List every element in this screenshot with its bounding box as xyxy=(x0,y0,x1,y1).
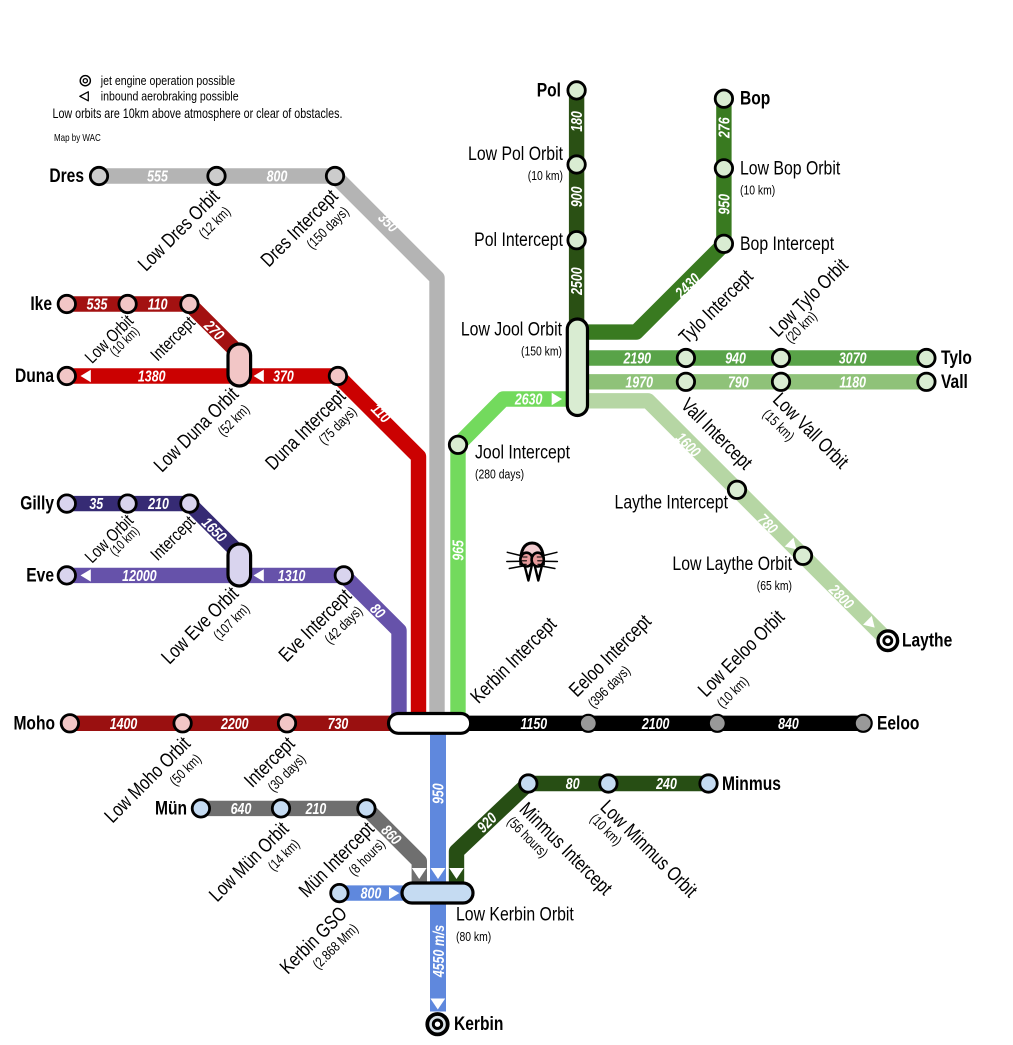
svg-text:790: 790 xyxy=(728,373,749,391)
svg-text:Eve: Eve xyxy=(26,564,54,586)
svg-text:Low Laythe Orbit: Low Laythe Orbit xyxy=(672,552,792,574)
svg-text:Eeloo: Eeloo xyxy=(877,712,920,734)
svg-text:Laythe: Laythe xyxy=(902,629,952,651)
svg-text:180: 180 xyxy=(568,111,586,132)
svg-text:(150 km): (150 km) xyxy=(521,344,562,358)
svg-text:940: 940 xyxy=(725,349,746,367)
svg-text:Bop Intercept: Bop Intercept xyxy=(740,232,834,254)
svg-text:Pol Intercept: Pol Intercept xyxy=(474,229,563,251)
svg-text:3070: 3070 xyxy=(839,349,867,367)
svg-text:2100: 2100 xyxy=(641,714,670,732)
svg-text:Low orbits are 10km above atmo: Low orbits are 10km above atmosphere or … xyxy=(53,106,343,121)
svg-text:1970: 1970 xyxy=(625,373,653,391)
svg-text:2190: 2190 xyxy=(623,349,652,367)
svg-text:Kerbin: Kerbin xyxy=(454,1013,503,1035)
svg-text:(10 km): (10 km) xyxy=(740,183,775,197)
svg-text:12000: 12000 xyxy=(122,567,157,585)
svg-text:1150: 1150 xyxy=(520,714,547,732)
svg-text:Pol: Pol xyxy=(537,79,561,101)
svg-text:Tylo: Tylo xyxy=(941,346,972,368)
svg-text:240: 240 xyxy=(655,775,677,793)
svg-text:1400: 1400 xyxy=(110,714,138,732)
svg-text:1380: 1380 xyxy=(138,367,166,385)
svg-text:Minmus: Minmus xyxy=(722,772,781,794)
svg-text:(280 days): (280 days) xyxy=(475,468,524,482)
svg-text:Jool Intercept: Jool Intercept xyxy=(475,441,570,463)
svg-text:80: 80 xyxy=(566,775,580,793)
svg-text:1310: 1310 xyxy=(278,567,306,585)
svg-text:950: 950 xyxy=(715,194,733,215)
svg-text:555: 555 xyxy=(147,167,168,185)
svg-text:640: 640 xyxy=(231,800,252,818)
svg-text:Low Kerbin Orbit: Low Kerbin Orbit xyxy=(456,903,574,925)
svg-text:840: 840 xyxy=(778,714,799,732)
svg-text:Map by WAC: Map by WAC xyxy=(54,132,101,143)
svg-text:4550 m/s: 4550 m/s xyxy=(429,925,447,978)
svg-text:965: 965 xyxy=(449,540,467,561)
svg-text:35: 35 xyxy=(89,495,103,513)
svg-text:Vall: Vall xyxy=(941,370,968,392)
svg-text:730: 730 xyxy=(328,714,349,732)
svg-text:950: 950 xyxy=(429,783,447,804)
svg-text:800: 800 xyxy=(267,167,288,185)
svg-text:2500: 2500 xyxy=(568,267,586,296)
svg-text:(80 km): (80 km) xyxy=(456,930,491,944)
svg-text:Low Pol Orbit: Low Pol Orbit xyxy=(468,142,563,164)
svg-text:(65 km): (65 km) xyxy=(757,579,792,593)
svg-text:210: 210 xyxy=(305,800,327,818)
svg-text:Gilly: Gilly xyxy=(20,492,54,514)
svg-text:370: 370 xyxy=(273,367,294,385)
svg-text:110: 110 xyxy=(148,295,168,313)
svg-text:1180: 1180 xyxy=(839,373,866,391)
svg-text:210: 210 xyxy=(147,495,169,513)
svg-text:276: 276 xyxy=(715,117,733,139)
svg-text:Laythe Intercept: Laythe Intercept xyxy=(615,491,728,513)
svg-text:Duna: Duna xyxy=(15,364,54,386)
svg-text:Bop: Bop xyxy=(740,87,770,109)
svg-text:900: 900 xyxy=(568,186,586,207)
svg-text:2200: 2200 xyxy=(220,714,249,732)
svg-text:jet engine operation possible: jet engine operation possible xyxy=(100,73,235,88)
svg-text:(10 km): (10 km) xyxy=(528,169,563,183)
svg-text:Ike: Ike xyxy=(30,292,52,314)
svg-text:Dres: Dres xyxy=(49,164,84,186)
svg-text:2630: 2630 xyxy=(514,390,543,408)
svg-text:Mün: Mün xyxy=(155,797,187,819)
svg-text:800: 800 xyxy=(361,884,382,902)
svg-text:Moho: Moho xyxy=(13,712,55,734)
svg-text:535: 535 xyxy=(87,295,108,313)
svg-text:inbound aerobraking possible: inbound aerobraking possible xyxy=(101,89,239,104)
svg-text:Low Jool Orbit: Low Jool Orbit xyxy=(461,318,562,340)
svg-text:Low Bop Orbit: Low Bop Orbit xyxy=(740,157,840,179)
